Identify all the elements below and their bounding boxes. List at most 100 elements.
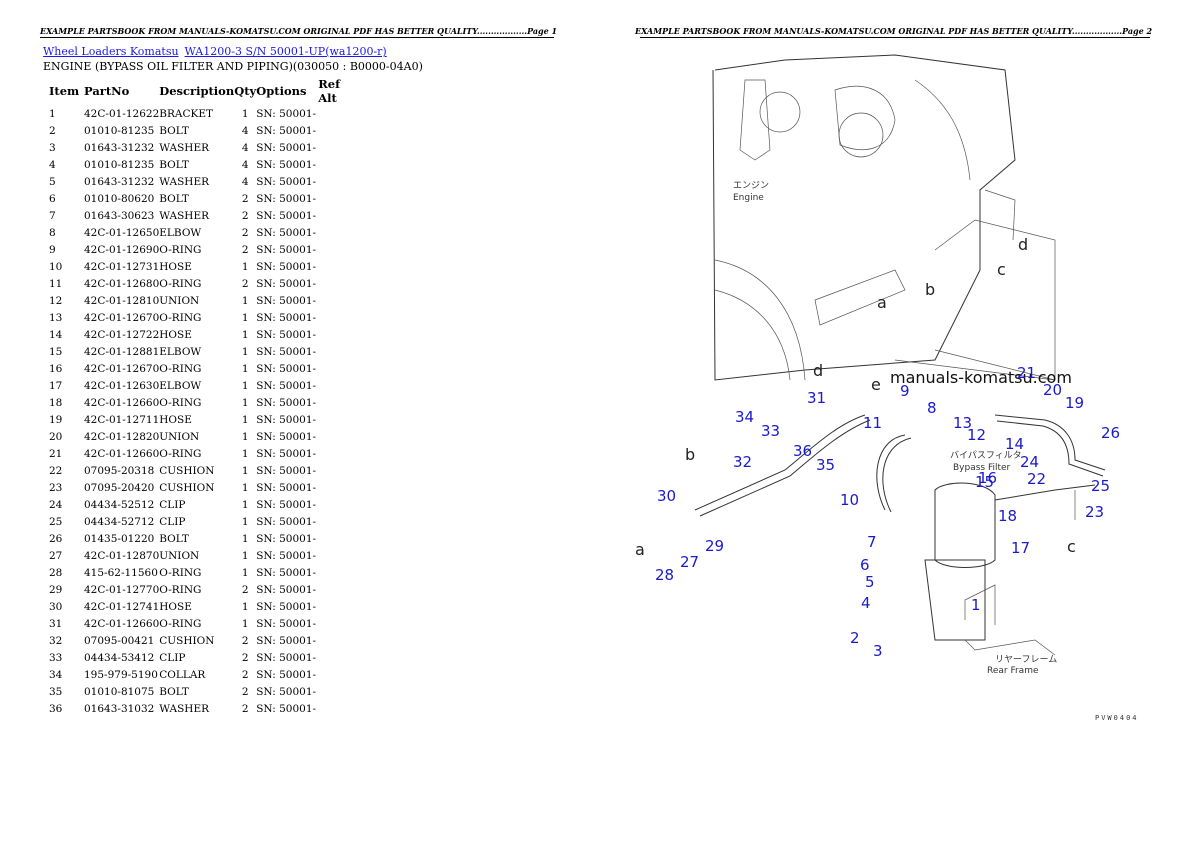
ref-letter-d-2: d xyxy=(813,361,823,380)
cell-description: HOSE xyxy=(159,260,192,273)
cell-qty: 2 xyxy=(241,651,249,664)
cell-description: O-RING xyxy=(159,243,202,256)
cell-description: BOLT xyxy=(159,685,189,698)
cell-ref-alt xyxy=(318,649,358,666)
callout-32: 32 xyxy=(733,453,752,471)
cell-options: SN: 50001- xyxy=(256,396,317,409)
cell-options: SN: 50001- xyxy=(256,209,317,222)
cell-partno: 01643-30623 xyxy=(84,209,155,222)
cell-partno: 42C-01-12650 xyxy=(84,226,160,239)
cell-partno: 42C-01-12770 xyxy=(84,583,160,596)
frame-label-jp: リヤーフレーム xyxy=(995,654,1057,665)
cell-options: SN: 50001- xyxy=(256,447,317,460)
cell-partno: 01010-81235 xyxy=(84,124,155,137)
cell-description: O-RING xyxy=(159,362,202,375)
cell-item: 14 xyxy=(49,328,63,341)
cell-description: BRACKET xyxy=(159,107,214,120)
breadcrumb: Wheel Loaders Komatsu WA1200-3 S/N 50001-… xyxy=(43,45,387,58)
table-header-row: Item PartNo Description Qty Options Ref … xyxy=(43,77,358,105)
cell-description: WASHER xyxy=(159,141,210,154)
cell-options: SN: 50001- xyxy=(256,685,317,698)
callout-35: 35 xyxy=(816,456,835,474)
cell-options: SN: 50001- xyxy=(256,175,317,188)
callout-26: 26 xyxy=(1101,424,1120,442)
parts-table: Item PartNo Description Qty Options Ref … xyxy=(43,77,358,717)
cell-item: 22 xyxy=(49,464,63,477)
cell-item: 24 xyxy=(49,498,63,511)
breadcrumb-link-model[interactable]: WA1200-3 S/N 50001-UP(wa1200-r) xyxy=(184,45,387,58)
engine-label-en: Engine xyxy=(733,193,764,203)
cell-partno: 42C-01-12660 xyxy=(84,396,160,409)
cell-item: 17 xyxy=(49,379,63,392)
cell-description: CUSHION xyxy=(159,464,215,477)
callout-11: 11 xyxy=(863,414,882,432)
cell-description: BOLT xyxy=(159,192,189,205)
cell-ref-alt xyxy=(318,207,358,224)
cell-qty: 2 xyxy=(241,226,249,239)
cell-description: CUSHION xyxy=(159,634,215,647)
cell-partno: 01010-81075 xyxy=(84,685,155,698)
cell-partno: 01435-01220 xyxy=(84,532,155,545)
callout-25: 25 xyxy=(1091,477,1110,495)
cell-partno: 01643-31032 xyxy=(84,702,155,715)
cell-ref-alt xyxy=(318,462,358,479)
cell-options: SN: 50001- xyxy=(256,583,317,596)
cell-item: 33 xyxy=(49,651,63,664)
cell-item: 20 xyxy=(49,430,63,443)
cell-options: SN: 50001- xyxy=(256,464,317,477)
cell-ref-alt xyxy=(318,224,358,241)
cell-description: WASHER xyxy=(159,702,210,715)
column-header-partno: PartNo xyxy=(84,84,130,98)
cell-qty: 1 xyxy=(241,396,249,409)
cell-qty: 1 xyxy=(241,515,249,528)
cell-description: UNION xyxy=(159,430,200,443)
cell-item: 27 xyxy=(49,549,63,562)
callout-16: 16 xyxy=(978,469,997,487)
exploded-parts-diagram: manuals-komatsu.com エンジン Engine バイパスフィルタ… xyxy=(635,40,1155,780)
piping-drawing xyxy=(694,414,1106,656)
cell-item: 6 xyxy=(49,192,56,205)
cell-partno: 01010-80620 xyxy=(84,192,155,205)
cell-partno: 42C-01-12881 xyxy=(84,345,160,358)
cell-partno: 04434-52512 xyxy=(84,498,155,511)
engine-label-jp: エンジン xyxy=(733,181,769,191)
cell-options: SN: 50001- xyxy=(256,566,317,579)
cell-item: 3 xyxy=(49,141,56,154)
cell-item: 10 xyxy=(49,260,63,273)
cell-description: HOSE xyxy=(159,600,192,613)
cell-ref-alt xyxy=(318,377,358,394)
cell-description: O-RING xyxy=(159,396,202,409)
cell-ref-alt xyxy=(318,547,358,564)
callout-9: 9 xyxy=(900,382,910,400)
cell-partno: 42C-01-12630 xyxy=(84,379,160,392)
cell-qty: 1 xyxy=(241,107,249,120)
banner-rule xyxy=(40,37,554,38)
callout-28: 28 xyxy=(655,566,674,584)
cell-ref-alt xyxy=(318,581,358,598)
cell-ref-alt xyxy=(318,598,358,615)
cell-partno: 42C-01-12810 xyxy=(84,294,160,307)
cell-options: SN: 50001- xyxy=(256,413,317,426)
cell-options: SN: 50001- xyxy=(256,651,317,664)
cell-options: SN: 50001- xyxy=(256,260,317,273)
cell-description: CLIP xyxy=(159,515,186,528)
page-banner: EXAMPLE PARTSBOOK FROM MANUALS-KOMATSU.C… xyxy=(635,26,1153,36)
cell-qty: 2 xyxy=(241,685,249,698)
callout-22: 22 xyxy=(1027,470,1046,488)
cell-ref-alt xyxy=(318,428,358,445)
breadcrumb-link-wheel-loaders[interactable]: Wheel Loaders Komatsu xyxy=(43,45,179,58)
cell-partno: 42C-01-12690 xyxy=(84,243,160,256)
cell-ref-alt xyxy=(318,275,358,292)
